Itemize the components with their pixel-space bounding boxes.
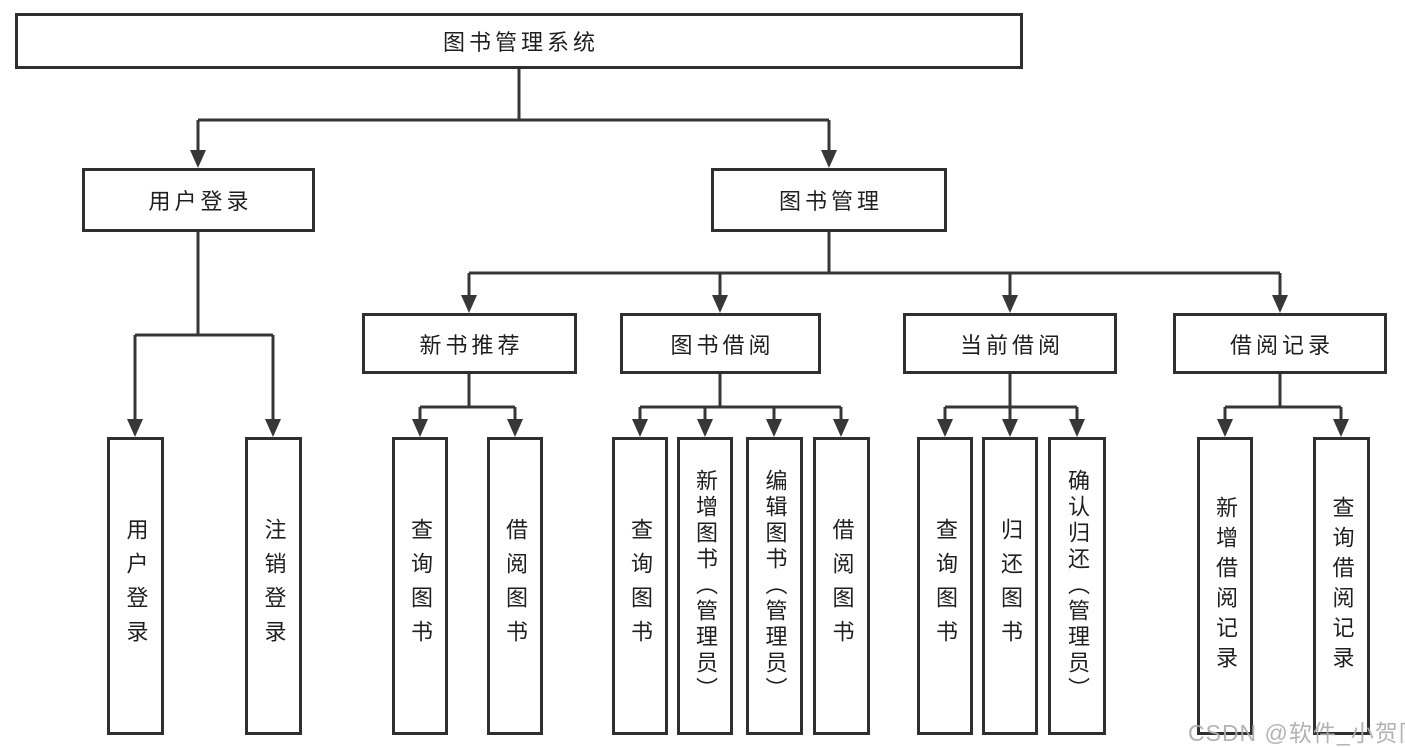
arrowhead bbox=[821, 150, 837, 168]
arrowhead bbox=[937, 419, 953, 437]
node-label: 借阅图书 bbox=[503, 518, 528, 654]
node-query-books-borrowing: 查询图书 bbox=[612, 437, 668, 735]
node-label: 新增借阅记录 bbox=[1213, 496, 1238, 676]
arrowhead bbox=[461, 295, 477, 313]
node-label: 查询图书 bbox=[408, 518, 433, 654]
node-new-book-recommend: 新书推荐 bbox=[362, 313, 577, 374]
node-label: 确认归还（管理员） bbox=[1065, 469, 1090, 703]
node-borrowing-records: 借阅记录 bbox=[1173, 313, 1387, 374]
node-borrow-books-recommend: 借阅图书 bbox=[487, 437, 543, 735]
node-label: 当前借阅 bbox=[959, 332, 1064, 358]
node-query-books-recommend: 查询图书 bbox=[392, 437, 448, 735]
arrowhead bbox=[833, 419, 849, 437]
node-user-login-leaf: 用户登录 bbox=[107, 437, 164, 735]
arrowhead bbox=[1333, 419, 1349, 437]
arrowhead bbox=[766, 419, 782, 437]
node-label: 新书推荐 bbox=[419, 332, 524, 358]
node-book-borrowing: 图书借阅 bbox=[620, 313, 821, 374]
node-book-management: 图书管理 bbox=[711, 168, 947, 232]
node-label: 图书借阅 bbox=[670, 332, 775, 358]
node-label: 注销登录 bbox=[261, 518, 287, 654]
node-label: 编辑图书（管理员） bbox=[762, 469, 788, 703]
arrowhead bbox=[265, 419, 281, 437]
arrowhead bbox=[127, 419, 143, 437]
node-label: 用户登录 bbox=[123, 518, 149, 654]
node-add-book-admin: 新增图书（管理员） bbox=[677, 437, 733, 735]
arrowhead bbox=[507, 419, 523, 437]
node-label: 借阅图书 bbox=[829, 518, 855, 654]
node-logout: 注销登录 bbox=[245, 437, 302, 735]
arrowhead bbox=[712, 295, 728, 313]
node-user-login: 用户登录 bbox=[82, 168, 315, 232]
arrowhead bbox=[190, 150, 206, 168]
node-add-borrow-record: 新增借阅记录 bbox=[1197, 437, 1253, 735]
node-edit-book-admin: 编辑图书（管理员） bbox=[746, 437, 803, 735]
node-label: 图书管理系统 bbox=[442, 30, 599, 55]
node-label: 用户登录 bbox=[148, 189, 253, 214]
node-label: 图书管理 bbox=[778, 189, 883, 214]
arrowhead bbox=[1272, 295, 1288, 313]
node-library-management-system: 图书管理系统 bbox=[15, 13, 1023, 69]
node-label: 归还图书 bbox=[998, 518, 1023, 654]
arrowhead bbox=[697, 419, 713, 437]
arrowhead bbox=[1217, 419, 1233, 437]
node-label: 查询借阅记录 bbox=[1329, 496, 1355, 676]
node-query-borrow-record: 查询借阅记录 bbox=[1313, 437, 1370, 735]
node-label: 新增图书（管理员） bbox=[693, 469, 718, 703]
csdn-watermark: CSDN @软件_小贺同学 bbox=[1188, 720, 1405, 746]
node-confirm-return-admin: 确认归还（管理员） bbox=[1048, 437, 1106, 735]
node-label: 查询图书 bbox=[933, 518, 958, 654]
arrowhead bbox=[1002, 295, 1018, 313]
arrowhead bbox=[1002, 419, 1018, 437]
node-label: 查询图书 bbox=[628, 518, 653, 654]
node-label: 借阅记录 bbox=[1229, 332, 1334, 358]
node-query-books-current: 查询图书 bbox=[917, 437, 973, 735]
arrowhead bbox=[632, 419, 648, 437]
arrowhead bbox=[1069, 419, 1085, 437]
node-return-book: 归还图书 bbox=[982, 437, 1038, 735]
arrowhead bbox=[412, 419, 428, 437]
node-borrow-books-borrowing: 借阅图书 bbox=[813, 437, 870, 735]
node-current-borrowing: 当前借阅 bbox=[903, 313, 1117, 374]
